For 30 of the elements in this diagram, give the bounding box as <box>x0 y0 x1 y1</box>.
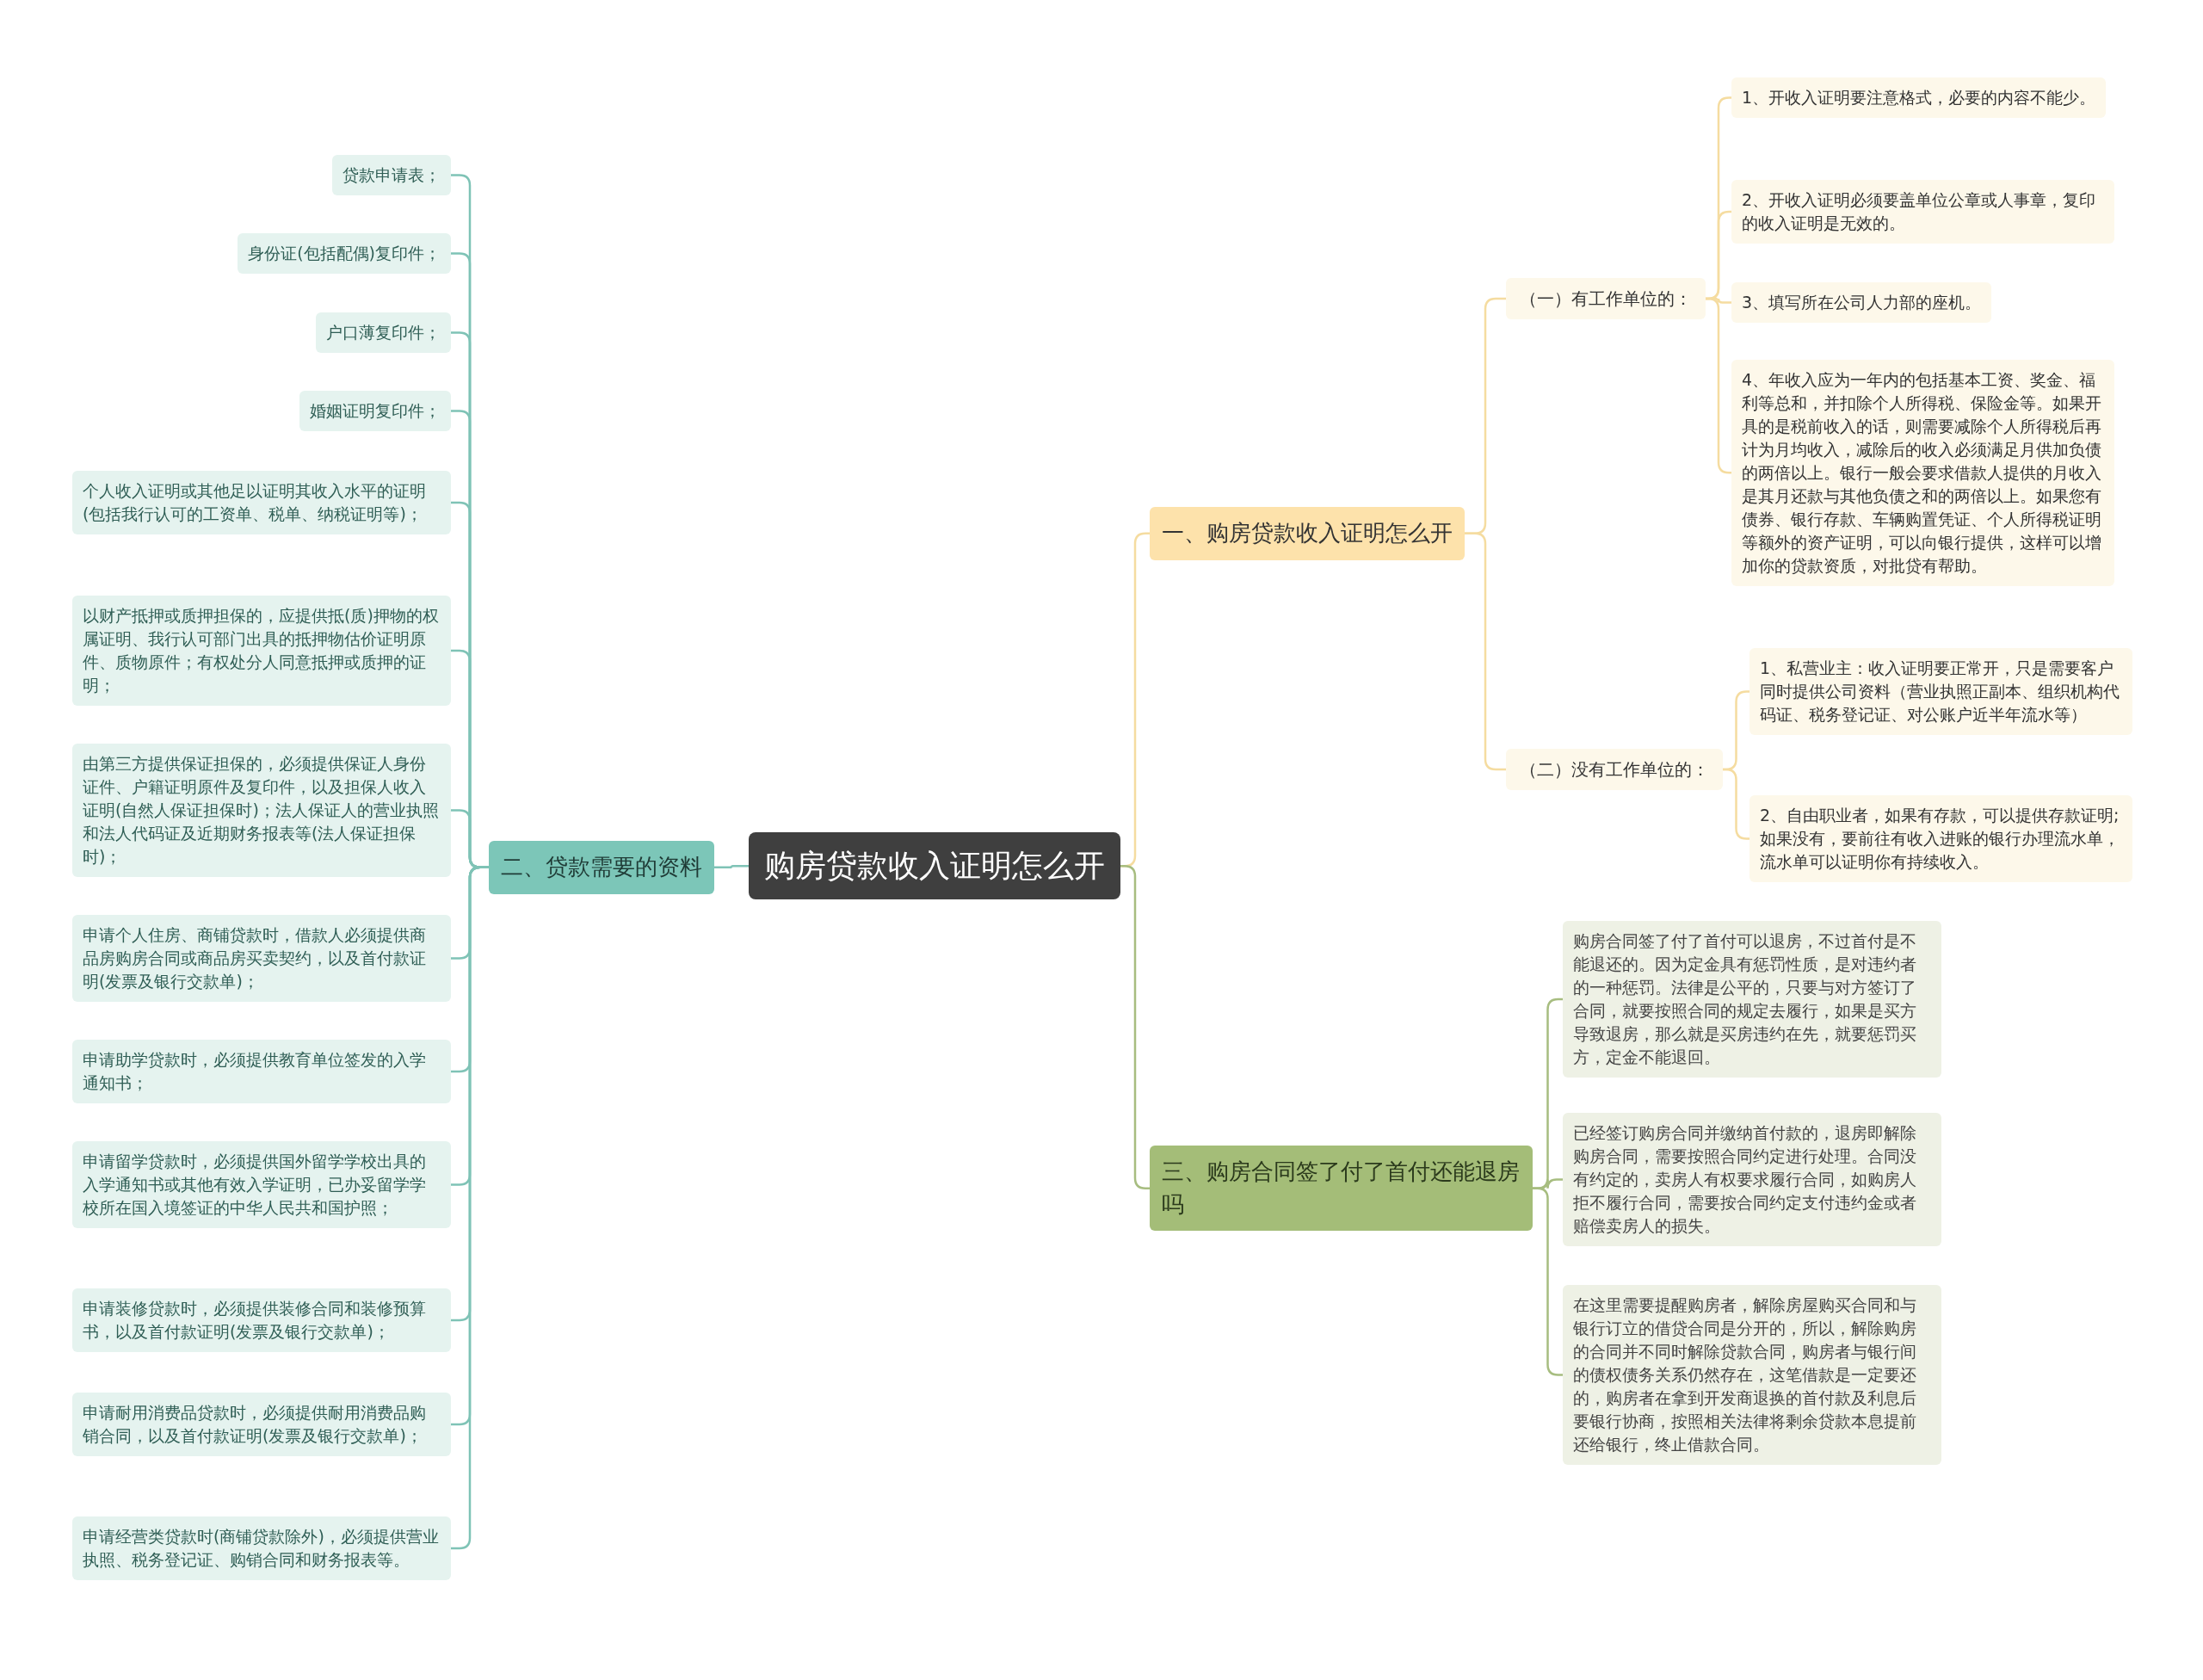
subtopic: （一）有工作单位的： <box>1506 278 1706 319</box>
note-card: 3、填写所在公司人力部的座机。 <box>1731 282 1992 323</box>
note-card: 已经签订购房合同并缴纳首付款的，退房即解除购房合同，需要按照合同约定进行处理。合同没有约定的，卖房人有权要求履行合同，如购房人拒不履行合同，需要按合同约定支付违约金或者赔偿卖房人的损失。 <box>1563 1113 1941 1246</box>
note-card: 在这里需要提醒购房者，解除房屋购买合同和与银行订立的借贷合同是分开的，所以，解除购房的合同并不同时解除贷款合同，购房者与银行间的债权债务关系仍然存在，这笔借款是一定要还的，购房者在拿到开发商退换的首付款及利息后要银行协商，按照相关法律将剩余贷款本息提前还给银行，终止借款合同。 <box>1563 1285 1941 1465</box>
note-card: 购房合同签了付了首付可以退房，不过首付是不能退还的。因为定金具有惩罚性质，是对违约者的一种惩罚。法律是公平的，只要与对方签订了合同，就要按照合同的规定去履行，如果是买方导致退房，那么就是买房违约在先，就要惩罚买方，定金不能退回。 <box>1563 921 1941 1078</box>
note-card: 身份证(包括配偶)复印件； <box>238 233 451 274</box>
note-card: 申请装修贷款时，必须提供装修合同和装修预算书，以及首付款证明(发票及银行交款单)； <box>72 1288 451 1352</box>
note-card: 申请留学贷款时，必须提供国外留学学校出具的入学通知书或其他有效入学证明，已办妥留学学校所在国入境签证的中华人民共和国护照； <box>72 1141 451 1228</box>
note-card: 申请经营类贷款时(商铺贷款除外)，必须提供营业执照、税务登记证、购销合同和财务报表等。 <box>72 1516 451 1580</box>
central-topic: 购房贷款收入证明怎么开 <box>749 832 1120 900</box>
note-card: 贷款申请表； <box>332 155 451 195</box>
branch-topic: 一、购房贷款收入证明怎么开 <box>1150 507 1465 560</box>
note-card: 4、年收入应为一年内的包括基本工资、奖金、福利等总和，并扣除个人所得税、保险金等。如果开具的是税前收入的话，则需要减除个人所得税后再计为月均收入，减除后的收入必须满足月供加负债的两倍以上。银行一般会要求借款人提供的月收入是其月还款与其他负债之和的两倍以上。如果您有债券、银行存款、车辆购置凭证、个人所得税证明等额外的资产证明，可以向银行提供，这样可以增加你的贷款资质，对批贷有帮助。 <box>1731 360 2114 586</box>
note-card: 申请耐用消费品贷款时，必须提供耐用消费品购销合同，以及首付款证明(发票及银行交款单)； <box>72 1393 451 1456</box>
note-card: 1、开收入证明要注意格式，必要的内容不能少。 <box>1731 77 2107 118</box>
note-card: 申请个人住房、商铺贷款时，借款人必须提供商品房购房合同或商品房买卖契约，以及首付款证明(发票及银行交款单)； <box>72 915 451 1002</box>
note-card: 2、自由职业者，如果有存款，可以提供存款证明;如果没有，要前往有收入进账的银行办理流水单，流水单可以证明你有持续收入。 <box>1749 795 2132 882</box>
note-card: 个人收入证明或其他足以证明其收入水平的证明(包括我行认可的工资单、税单、纳税证明等)； <box>72 471 451 534</box>
connector-line <box>1706 297 1731 474</box>
note-card: 申请助学贷款时，必须提供教育单位签发的入学通知书； <box>72 1040 451 1103</box>
note-card: 以财产抵押或质押担保的，应提供抵(质)押物的权属证明、我行认可部门出具的抵押物估价证明原件、质物原件；有权处分人同意抵押或质押的证明； <box>72 596 451 706</box>
note-card: 由第三方提供保证担保的，必须提供保证人身份证件、户籍证明原件及复印件，以及担保人收入证明(自然人保证担保时)；法人保证人的营业执照和法人代码证及近期财务报表等(法人保证担保时)； <box>72 744 451 877</box>
note-card: 1、私营业主：收入证明要正常开，只是需要客户同时提供公司资料（营业执照正副本、组织机构代码证、税务登记证、对公账户近半年流水等） <box>1749 648 2132 735</box>
branch-topic: 三、购房合同签了付了首付还能退房吗 <box>1150 1146 1533 1232</box>
note-card: 婚姻证明复印件； <box>299 391 451 431</box>
subtopic: （二）没有工作单位的： <box>1506 749 1723 790</box>
note-card: 户口薄复印件； <box>316 312 451 353</box>
connector-line <box>714 864 749 869</box>
note-card: 2、开收入证明必须要盖单位公章或人事章，复印的收入证明是无效的。 <box>1731 180 2114 244</box>
branch-topic: 二、贷款需要的资料 <box>489 841 714 894</box>
